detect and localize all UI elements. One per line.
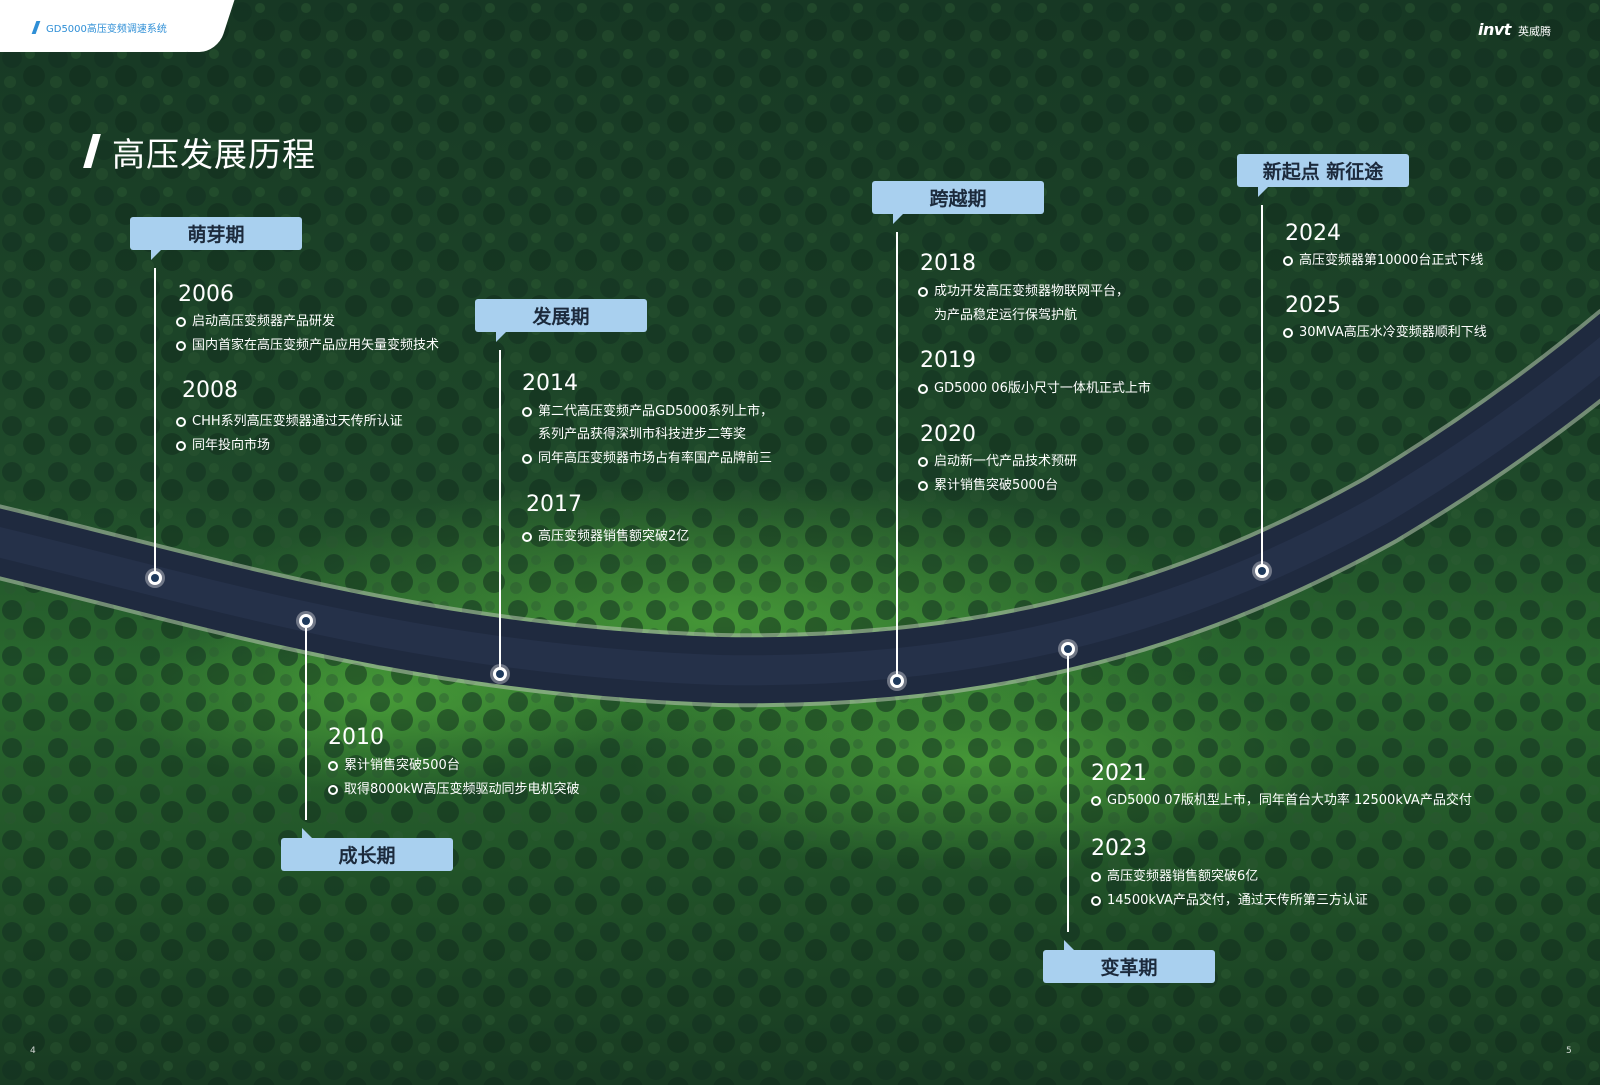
milestone-year: 2006 [178,282,234,307]
invt-logo: invt 英威腾 [1478,20,1551,39]
bullet-icon [176,317,186,327]
milestone-year: 2025 [1285,293,1341,318]
stage-label-leap: 跨越期 [872,181,1044,214]
milestone-item: 成功开发高压变频器物联网平台， [918,281,1129,303]
bullet-icon [328,785,338,795]
product-name: GD5000高压变频调速系统 [46,24,167,35]
stage-label-reform: 变革期 [1043,950,1215,983]
timeline-connector [154,268,156,572]
milestone-item: CHH系列高压变频器通过天传所认证 [176,411,403,433]
bullet-icon [522,407,532,417]
stage-pointer [893,214,903,224]
milestone-item: 14500kVA产品交付，通过天传所第三方认证 [1091,890,1368,912]
milestone-item-continued: 系列产品获得深圳市科技进步二等奖 [538,427,747,442]
stage-pointer [302,828,312,838]
bullet-icon [1091,796,1101,806]
timeline-node [299,614,313,628]
timeline-node [493,667,507,681]
timeline-node [1061,642,1075,656]
bullet-icon [1283,328,1293,338]
stage-pointer [496,332,506,342]
milestone-item: 第二代高压变频产品GD5000系列上市， [522,401,773,423]
milestone-year: 2008 [182,378,238,403]
milestone-item-continued: 为产品稳定运行保驾护航 [934,308,1078,323]
milestone-year: 2020 [920,422,976,447]
page-number-left: 4 [30,1046,36,1056]
milestone-item: 同年高压变频器市场占有率国产品牌前三 [522,448,772,470]
stage-pointer [1064,940,1074,950]
bullet-icon [522,454,532,464]
bullet-icon [918,287,928,297]
milestone-item: GD5000 07版机型上市，同年首台大功率 12500kVA产品交付 [1091,790,1472,812]
stage-label-new-start: 新起点 新征途 [1237,154,1409,187]
milestone-year: 2017 [526,492,582,517]
milestone-item: 高压变频器销售额突破2亿 [522,526,689,548]
timeline-node [890,674,904,688]
milestone-item: 取得8000kW高压变频驱动同步电机突破 [328,779,579,801]
bullet-icon [918,384,928,394]
milestone-item: 30MVA高压水冷变频器顺利下线 [1283,322,1487,344]
logo-mark: invt [1478,20,1511,39]
milestone-item: 高压变频器销售额突破6亿 [1091,866,1258,888]
milestone-item: 启动高压变频器产品研发 [176,311,335,333]
milestone-item: 同年投向市场 [176,435,270,457]
milestone-year: 2019 [920,348,976,373]
bullet-icon [1091,872,1101,882]
bullet-icon [176,441,186,451]
milestone-item: 启动新一代产品技术预研 [918,451,1077,473]
page-title: 高压发展历程 [112,135,316,174]
timeline-connector [305,628,307,820]
page-number-right: 5 [1566,1046,1572,1056]
milestone-item: 累计销售突破500台 [328,755,460,777]
milestone-item: GD5000 06版小尺寸一体机正式上市 [918,378,1151,400]
bullet-icon [918,481,928,491]
stage-pointer [1258,187,1268,197]
milestone-year: 2018 [920,251,976,276]
bullet-icon [328,761,338,771]
bullet-icon [176,417,186,427]
timeline-connector [1261,205,1263,570]
milestone-year: 2010 [328,725,384,750]
stage-label-growth: 成长期 [281,838,453,871]
milestone-year: 2024 [1285,221,1341,246]
milestone-item: 累计销售突破5000台 [918,475,1058,497]
stage-label-sprout: 萌芽期 [130,217,302,250]
timeline-node [148,571,162,585]
bullet-icon [918,457,928,467]
milestone-year: 2023 [1091,836,1147,861]
logo-name: 英威腾 [1518,25,1552,38]
milestone-year: 2021 [1091,761,1147,786]
milestone-year: 2014 [522,371,578,396]
stage-pointer [151,250,161,260]
bullet-icon [176,341,186,351]
stage-label-develop: 发展期 [475,299,647,332]
timeline-connector [1067,656,1069,932]
timeline-node [1255,564,1269,578]
milestone-item: 高压变频器第10000台正式下线 [1283,250,1483,272]
bullet-icon [1283,256,1293,266]
timeline-connector [896,232,898,679]
bullet-icon [522,532,532,542]
timeline-connector [499,350,501,672]
bullet-icon [1091,896,1101,906]
milestone-item: 国内首家在高压变频产品应用矢量变频技术 [176,335,439,357]
